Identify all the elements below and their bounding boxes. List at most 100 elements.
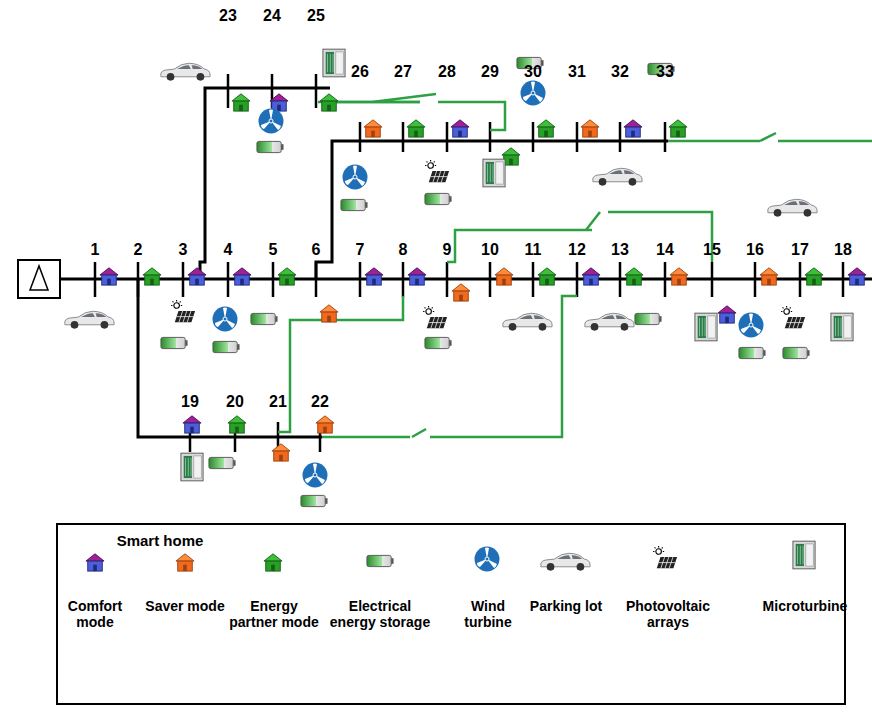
house-p-icon — [320, 94, 338, 111]
bus-number: 7 — [356, 242, 365, 258]
bus-tick — [754, 262, 757, 297]
mt-icon — [483, 159, 505, 187]
wind-icon — [303, 463, 328, 488]
bus-number: 33 — [656, 64, 674, 80]
bus-tick — [711, 262, 714, 297]
pv-icon — [653, 546, 677, 568]
house-s-icon — [176, 554, 194, 571]
house-c-icon — [582, 268, 600, 285]
wind-icon — [343, 165, 368, 190]
bus-tick — [402, 122, 405, 152]
bus-number: 30 — [524, 64, 542, 80]
bat-icon — [425, 193, 452, 204]
bus-number: 2 — [134, 242, 143, 258]
legend-text: Comfort mode — [53, 598, 137, 630]
house-s-icon — [760, 268, 778, 285]
bus-number: 4 — [224, 242, 233, 258]
substation-symbol — [30, 266, 48, 290]
house-p-icon — [407, 120, 425, 137]
bus-tick — [359, 262, 362, 297]
car-icon — [593, 168, 642, 185]
bus-tick — [315, 74, 318, 108]
car-icon — [503, 313, 552, 330]
house-p-icon — [537, 120, 555, 137]
bus-number: 10 — [481, 242, 499, 258]
house-c-icon — [270, 94, 288, 111]
bus-number: 31 — [568, 64, 586, 80]
bus-number: 13 — [611, 242, 629, 258]
legend-text: Microturbine — [753, 598, 857, 614]
car-icon — [585, 313, 634, 330]
bus-number: 28 — [438, 64, 456, 80]
bus-tick — [272, 262, 275, 297]
pv-icon — [423, 306, 447, 328]
wind-icon — [475, 547, 500, 572]
bus-tick — [402, 262, 405, 297]
wind-icon — [739, 313, 764, 338]
pv-icon — [781, 306, 805, 328]
bus-number: 26 — [351, 64, 369, 80]
house-p-icon — [625, 268, 643, 285]
bus-tick — [137, 262, 140, 297]
bus-number: 9 — [443, 242, 452, 258]
house-s-icon — [316, 416, 334, 433]
legend-text: Wind turbine — [448, 598, 528, 630]
mt-icon — [831, 313, 853, 341]
bus-tick — [799, 262, 802, 297]
mt-icon — [323, 49, 345, 77]
bus-tick — [315, 262, 318, 297]
bus-number: 32 — [611, 64, 629, 80]
bus-number: 11 — [525, 242, 542, 258]
car-icon — [161, 63, 210, 80]
black-feeders — [60, 88, 872, 437]
house-c-icon — [624, 120, 642, 137]
bus-tick — [446, 262, 449, 297]
bat-icon — [635, 313, 662, 324]
house-c-icon — [848, 268, 866, 285]
bat-icon — [213, 341, 240, 352]
bus-ticks — [95, 74, 843, 452]
bat-icon — [341, 199, 368, 210]
house-s-icon — [581, 120, 599, 137]
bus-number: 15 — [703, 242, 721, 258]
bus-number: 20 — [226, 394, 244, 410]
legend-text: Electrical energy storage — [328, 598, 432, 630]
wind-icon — [521, 81, 546, 106]
bus-number: 17 — [791, 242, 809, 258]
bus-tick — [664, 262, 667, 297]
bat-icon — [257, 141, 284, 152]
legend-heading: Smart home — [117, 533, 204, 548]
bus-tick — [619, 262, 622, 297]
bus-tick — [227, 262, 230, 297]
bus-number: 22 — [311, 394, 329, 410]
bus-number: 8 — [399, 242, 408, 258]
mt-icon — [695, 313, 717, 341]
bus-tick — [446, 122, 449, 152]
bus-number: 25 — [307, 8, 325, 24]
substation-box — [18, 260, 60, 298]
wind-icon — [259, 109, 284, 134]
bus-tick — [182, 262, 185, 297]
tie-lines — [278, 94, 872, 437]
house-c-icon — [718, 306, 736, 323]
bus-tick — [359, 122, 362, 152]
bus-number: 24 — [263, 8, 281, 24]
bus-tick — [227, 74, 230, 108]
bus-number: 14 — [656, 242, 674, 258]
house-s-icon — [670, 268, 688, 285]
bus-number: 5 — [269, 242, 278, 258]
house-s-icon — [495, 268, 513, 285]
house-p-icon — [264, 554, 282, 571]
bus-number: 18 — [834, 242, 852, 258]
mt-icon — [793, 541, 815, 569]
equipment-icons — [65, 49, 866, 571]
house-c-icon — [451, 120, 469, 137]
house-p-icon — [228, 416, 246, 433]
bus-tick — [489, 262, 492, 297]
legend-frame — [57, 524, 845, 704]
legend-text: Saver mode — [145, 598, 225, 614]
bus-tick — [619, 122, 622, 152]
bat-icon — [367, 555, 394, 566]
bus-number: 12 — [568, 242, 586, 258]
